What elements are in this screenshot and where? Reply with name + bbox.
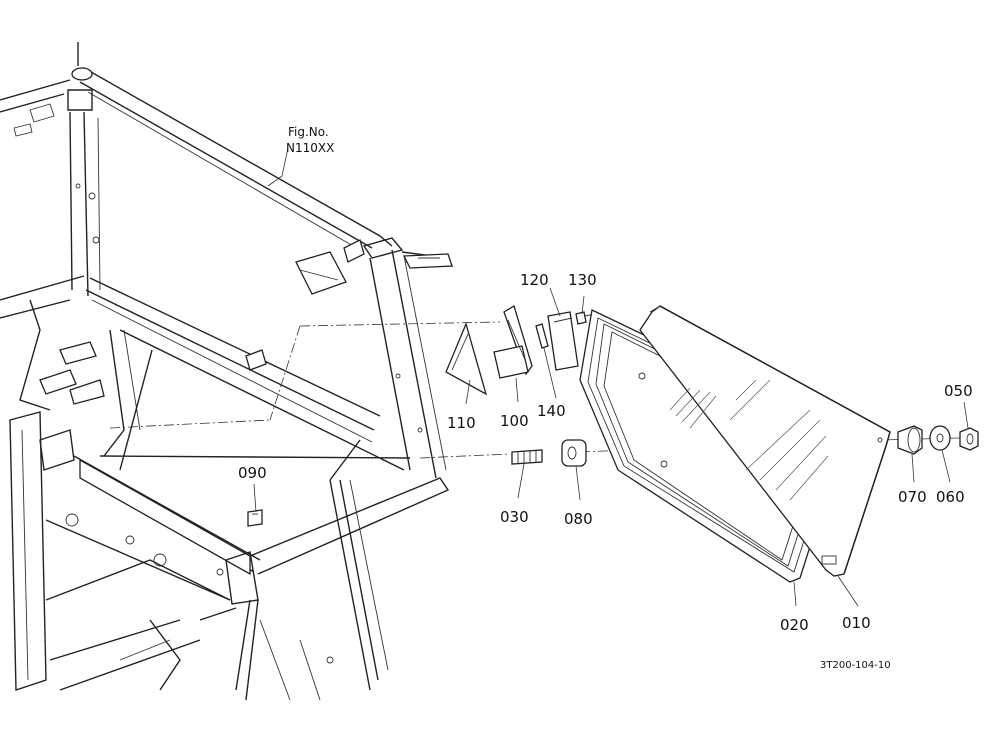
callout-140: 140 — [537, 402, 566, 420]
callout-010: 010 — [842, 614, 871, 632]
part-130-bolt — [575, 311, 597, 325]
part-050-nut — [959, 427, 979, 451]
part-100-bracket — [493, 305, 533, 379]
callout-060: 060 — [936, 488, 965, 506]
part-110-bracket — [445, 322, 488, 396]
part-080-spacer — [561, 439, 587, 467]
screw-090-installed — [247, 509, 263, 527]
figure-ref-number: N110XX — [286, 141, 334, 155]
leader-lines — [253, 147, 969, 607]
figure-ref-label: Fig.No. — [288, 125, 329, 139]
part-030-stud — [511, 449, 543, 465]
part-140-spacer — [535, 323, 549, 349]
part-060-washer — [929, 425, 951, 451]
drawing-code: 3T200-104-10 — [820, 660, 891, 671]
callout-130: 130 — [568, 271, 597, 289]
callout-080: 080 — [564, 510, 593, 528]
part-010-window-glass — [638, 305, 891, 577]
callout-120: 120 — [520, 271, 549, 289]
callout-050: 050 — [944, 382, 973, 400]
figure-reference[interactable]: Fig.No. N110XX — [286, 125, 334, 155]
callout-090: 090 — [238, 464, 267, 482]
callout-020: 020 — [780, 616, 809, 634]
part-070-bushing — [897, 425, 923, 455]
callout-030: 030 — [500, 508, 529, 526]
cab-frame — [0, 42, 454, 701]
part-120-plate — [547, 311, 579, 371]
callout-070: 070 — [898, 488, 927, 506]
callout-100: 100 — [500, 412, 529, 430]
callout-110: 110 — [447, 414, 476, 432]
